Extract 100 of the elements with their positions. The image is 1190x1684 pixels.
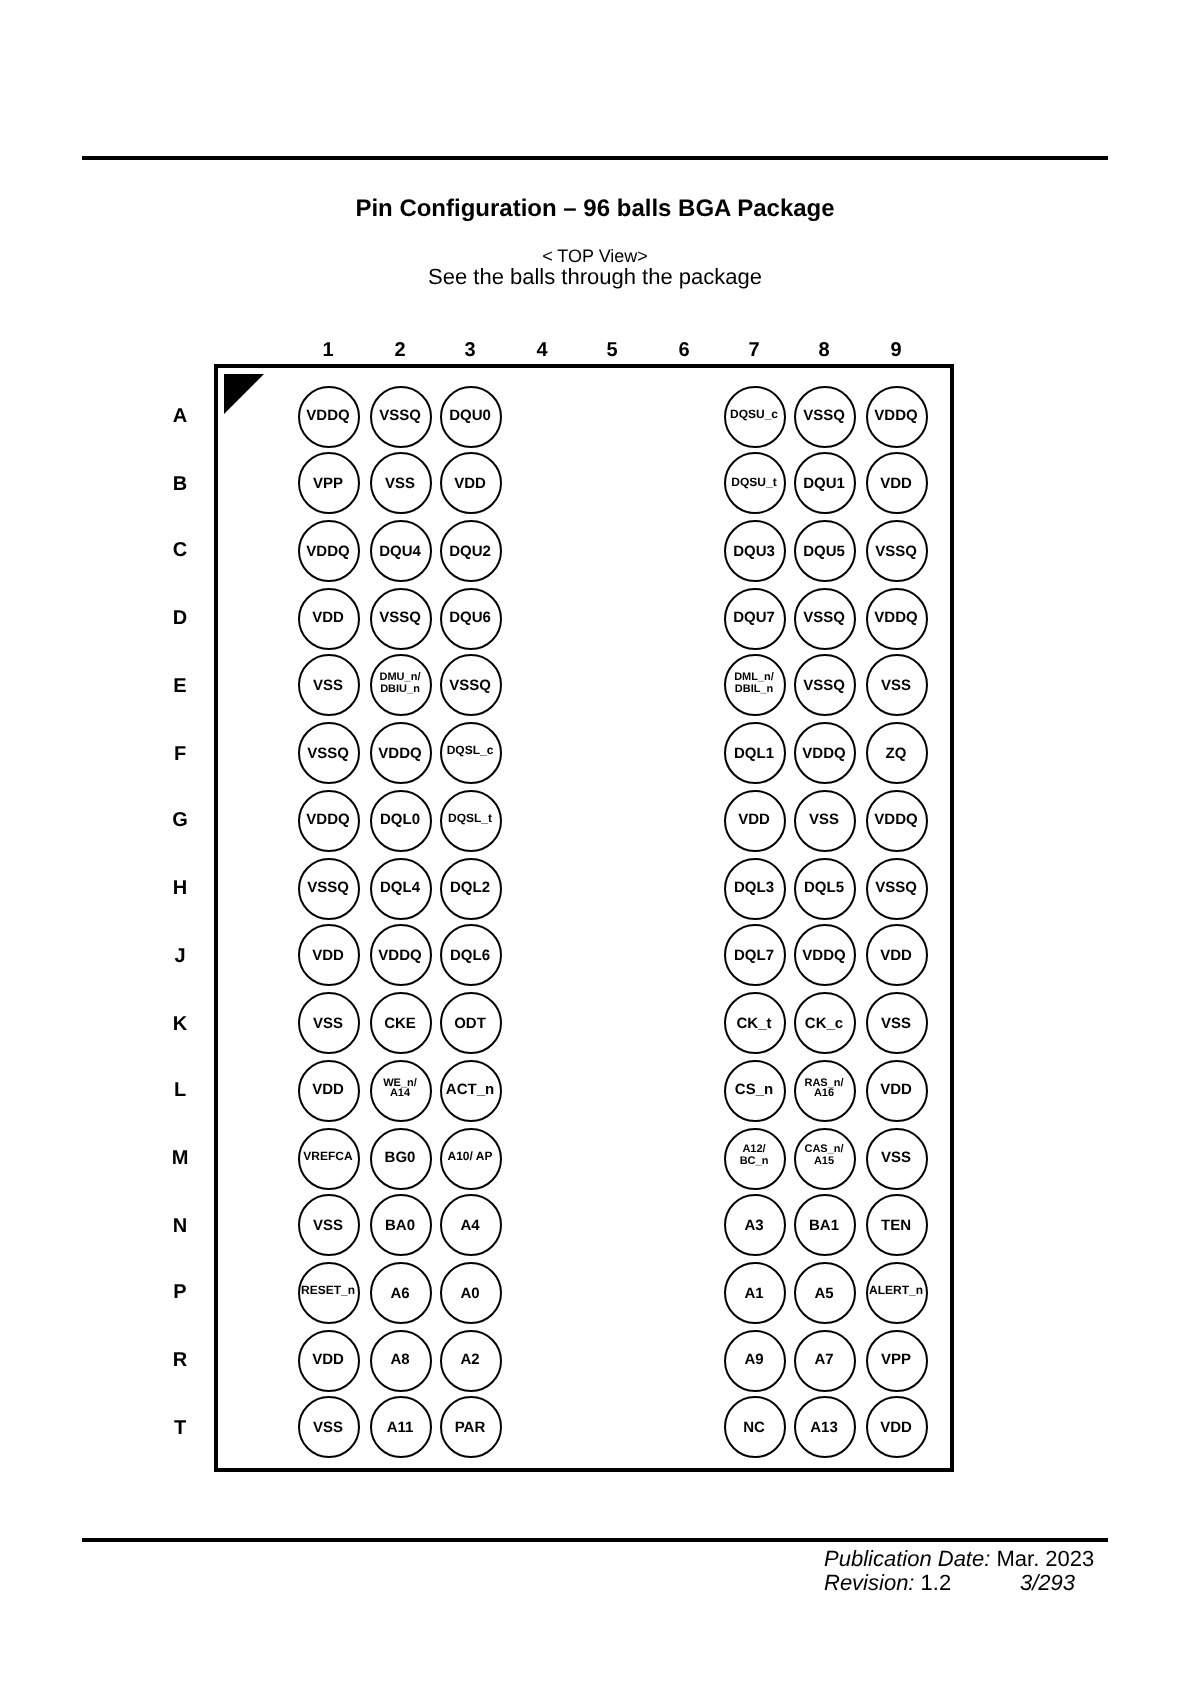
ball-pad <box>297 924 359 987</box>
ball-pad <box>439 1059 501 1122</box>
ball-pad <box>793 722 855 785</box>
ball-pad <box>793 385 855 447</box>
ball-pad <box>793 857 855 920</box>
ball-pad <box>369 722 431 785</box>
row-letter: R <box>170 1348 190 1377</box>
ball-pad <box>865 452 927 515</box>
row-letter: C <box>170 538 190 567</box>
ball-pad <box>369 587 431 650</box>
ball-pad <box>369 1127 431 1190</box>
row-letter: H <box>170 876 190 905</box>
ball-pad <box>793 1396 855 1459</box>
ball-pad <box>297 654 359 717</box>
ball-pad <box>297 722 359 785</box>
ball-pad <box>297 1059 359 1122</box>
row-letter: A <box>170 404 190 432</box>
page-number: 3/293 <box>1020 1570 1076 1600</box>
ball-pad <box>865 1396 927 1459</box>
ball-pad <box>723 654 785 717</box>
ball-pad <box>793 1329 855 1392</box>
ball-pad <box>865 1194 927 1257</box>
ball-pad <box>723 1059 785 1122</box>
ball-pad <box>439 385 501 447</box>
ball-pad <box>297 1194 359 1257</box>
ball-pad <box>865 722 927 785</box>
ball-pad <box>369 1261 431 1324</box>
ball-pad <box>439 587 501 650</box>
row-letter: E <box>171 673 189 702</box>
column-number: 6 <box>676 338 692 366</box>
ball-pad <box>297 452 359 515</box>
ball-pad <box>439 924 501 987</box>
ball-pad <box>865 654 927 717</box>
ball-pad <box>865 1329 927 1392</box>
ball-pad <box>793 1059 855 1122</box>
ball-pad <box>439 1396 501 1459</box>
ball-pad <box>439 1194 501 1257</box>
ball-pad <box>793 654 855 717</box>
ball-pad <box>865 857 927 920</box>
ball-pad <box>297 1396 359 1459</box>
ball-pad <box>369 992 431 1055</box>
ball-pad <box>439 1127 501 1190</box>
ball-pad <box>865 1261 927 1324</box>
ball-pad <box>439 992 501 1055</box>
publication-date: Publication Date: Mar. 2023 <box>824 1546 1095 1574</box>
ball-pad <box>369 1396 431 1459</box>
ball-pad <box>723 452 785 515</box>
row-letter: M <box>169 1146 191 1175</box>
ball-pad <box>369 519 431 582</box>
ball-pad <box>439 654 501 717</box>
ball-pad <box>793 1194 855 1257</box>
ball-pad <box>793 1261 855 1324</box>
column-number: 8 <box>816 338 832 366</box>
ball-pad <box>723 857 785 920</box>
column-number: 7 <box>746 338 762 366</box>
ball-pad <box>723 519 785 582</box>
ball-pad <box>297 1261 359 1324</box>
column-number: 5 <box>604 338 620 366</box>
ball-pad <box>723 1261 785 1324</box>
ball-pad <box>723 722 785 785</box>
ball-pad <box>793 452 855 515</box>
column-number: 9 <box>888 338 904 366</box>
row-letter: T <box>171 1415 189 1444</box>
ball-pad <box>793 789 855 852</box>
ball-pad <box>865 519 927 582</box>
ball-pad <box>297 992 359 1055</box>
row-letter: F <box>171 741 189 770</box>
ball-pad <box>369 1194 431 1257</box>
ball-pad <box>369 654 431 717</box>
view-note: < TOP View> <box>540 244 650 268</box>
ball-pad <box>297 1329 359 1392</box>
ball-pad <box>723 789 785 852</box>
ball-pad <box>439 1329 501 1392</box>
ball-pad <box>369 1059 431 1122</box>
ball-pad <box>439 722 501 785</box>
ball-pad <box>865 992 927 1055</box>
ball-pad <box>439 789 501 852</box>
ball-pad <box>723 924 785 987</box>
ball-pad <box>865 1127 927 1190</box>
row-letter: P <box>171 1280 189 1309</box>
ball-pad <box>865 587 927 650</box>
ball-pad <box>723 1329 785 1392</box>
ball-pad <box>369 385 431 447</box>
ball-pad <box>723 992 785 1055</box>
ball-pad <box>369 1329 431 1392</box>
ball-pad <box>297 789 359 852</box>
ball-pad <box>793 992 855 1055</box>
ball-pad <box>439 519 501 582</box>
row-letter: L <box>171 1078 189 1107</box>
ball-pad <box>723 587 785 650</box>
ball-pad <box>793 587 855 650</box>
ball-pad <box>369 857 431 920</box>
package-outline <box>214 364 954 1472</box>
row-letter: N <box>170 1213 190 1242</box>
ball-pad <box>439 452 501 515</box>
row-letter: J <box>172 943 188 972</box>
ball-pad <box>369 789 431 852</box>
ball-pad <box>865 1059 927 1122</box>
ball-pad <box>865 789 927 852</box>
row-letter: B <box>170 471 190 500</box>
